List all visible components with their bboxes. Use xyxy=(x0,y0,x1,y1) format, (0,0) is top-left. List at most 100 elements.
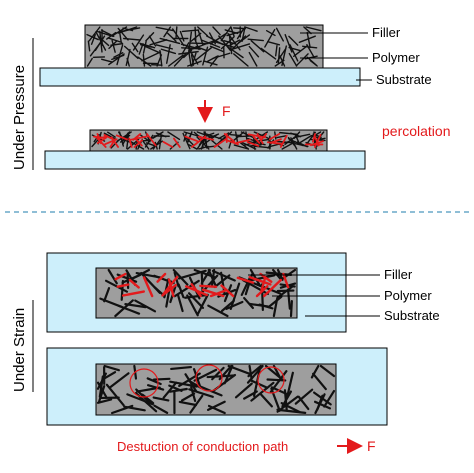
filler-fiber xyxy=(313,400,332,410)
filler-fiber xyxy=(86,57,93,67)
filler-fiber xyxy=(103,287,111,303)
filler-fiber xyxy=(182,132,191,150)
filler-fiber xyxy=(113,52,124,58)
filler-fiber xyxy=(288,35,299,46)
filler-fiber xyxy=(319,364,336,378)
filler-fiber xyxy=(275,27,285,42)
filler-fiber xyxy=(123,405,146,412)
filler-fiber xyxy=(225,300,244,310)
filler-fiber xyxy=(124,303,147,309)
strain-section: Filler Polymer Substrate Destuction of c… xyxy=(11,252,440,454)
conduction-fiber xyxy=(201,288,225,298)
filler-fiber xyxy=(316,394,324,411)
filler-fiber xyxy=(196,293,209,315)
filler-fiber xyxy=(245,274,276,283)
filler-fiber xyxy=(134,299,157,313)
filler-fiber xyxy=(305,26,322,32)
filler-fiber xyxy=(143,45,162,54)
filler-fiber xyxy=(95,31,107,51)
filler-fiber xyxy=(233,53,249,67)
filler-fiber xyxy=(173,279,200,298)
filler-fiber xyxy=(288,52,298,67)
filler-fiber xyxy=(178,400,198,407)
filler-fiber xyxy=(293,44,309,57)
filler-fiber xyxy=(243,296,255,310)
filler-fiber xyxy=(228,138,233,149)
filler-fiber xyxy=(227,46,244,59)
conduction-fiber xyxy=(262,278,283,298)
filler-fiber xyxy=(207,304,229,318)
percolation-fiber xyxy=(197,135,215,141)
filler-fiber xyxy=(117,27,129,41)
filler-fiber xyxy=(123,45,139,60)
filler-fiber xyxy=(169,387,188,393)
filler-fiber xyxy=(266,378,287,382)
percolation-fiber xyxy=(266,141,284,145)
filler-fiber xyxy=(139,44,153,48)
conduction-fiber xyxy=(116,283,130,288)
conduction-fiber xyxy=(255,285,269,298)
filler-fiber xyxy=(229,39,241,46)
filler-fiber xyxy=(163,26,172,38)
filler-fiber xyxy=(247,38,264,42)
filler-fiber xyxy=(159,37,181,45)
filler-fiber xyxy=(250,381,275,402)
filler-fiber xyxy=(289,44,299,62)
filler-fiber xyxy=(233,27,247,30)
percolation-fiber xyxy=(279,134,288,148)
filler-fiber xyxy=(306,44,315,58)
force-label: F xyxy=(222,103,231,119)
filler-fiber xyxy=(86,33,99,41)
filler-fiber xyxy=(276,135,288,139)
filler-fiber xyxy=(88,26,101,42)
filler-fiber xyxy=(108,40,118,50)
percolation-fiber xyxy=(109,138,116,148)
conduction-fiber xyxy=(248,275,272,286)
filler-fiber xyxy=(267,40,281,46)
filler-fiber xyxy=(145,142,156,147)
percolation-label: percolation xyxy=(382,123,451,139)
filler-fiber xyxy=(309,59,318,67)
filler-fiber xyxy=(197,26,209,37)
filler-fiber xyxy=(114,299,134,318)
percolation-fiber xyxy=(103,134,115,141)
filler-fiber xyxy=(312,372,327,391)
filler-fiber xyxy=(237,34,251,44)
filler-fiber xyxy=(177,269,207,280)
filler-fiber xyxy=(155,26,175,32)
filler-fiber xyxy=(249,268,262,287)
filler-fiber xyxy=(203,60,218,66)
filler-fiber xyxy=(141,393,155,405)
filler-fiber xyxy=(232,43,251,50)
filler-fiber xyxy=(233,144,250,150)
filler-fiber xyxy=(98,375,104,398)
filler-fiber xyxy=(107,131,116,138)
filler-fiber xyxy=(188,388,214,398)
pressure-substrate-bottom xyxy=(44,150,366,170)
conduction-fiber xyxy=(220,284,235,298)
filler-fiber xyxy=(295,53,309,67)
filler-fiber xyxy=(168,54,184,67)
filler-fiber xyxy=(286,371,294,399)
filler-fiber xyxy=(286,288,291,310)
filler-fiber xyxy=(108,53,125,66)
filler-fiber xyxy=(190,32,202,42)
filler-fiber xyxy=(179,30,185,42)
filler-fiber xyxy=(207,404,226,415)
filler-fiber xyxy=(125,48,131,67)
percolation-fiber xyxy=(162,140,174,148)
filler-fiber xyxy=(105,383,125,407)
filler-fiber xyxy=(137,56,152,67)
filler-fiber xyxy=(206,374,236,379)
filler-fiber xyxy=(96,398,113,404)
filler-fiber xyxy=(274,44,278,57)
filler-fiber xyxy=(202,46,209,66)
conduction-fiber xyxy=(282,272,290,289)
conduction-fiber xyxy=(121,290,145,297)
strain-label-filler: Filler xyxy=(384,267,413,282)
filler-fiber xyxy=(200,268,211,285)
filler-fiber xyxy=(187,131,193,142)
filler-fiber xyxy=(169,380,198,388)
filler-fiber xyxy=(141,51,162,62)
filler-fiber xyxy=(212,52,231,60)
